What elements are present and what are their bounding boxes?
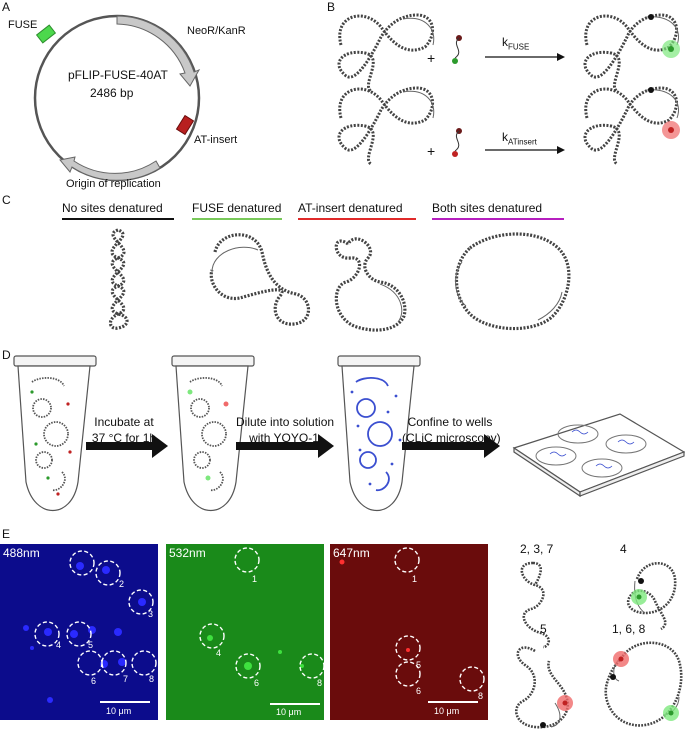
fuse-label: FUSE <box>8 19 38 31</box>
step3-label: Confine to wells(CLiC microscopy) <box>402 415 501 445</box>
plus-sign: + <box>427 50 435 66</box>
fuse-site-marker <box>35 24 57 44</box>
svg-text:6: 6 <box>416 686 421 696</box>
scale-488: 10 μm <box>106 706 132 716</box>
scale-532: 10 μm <box>276 707 302 717</box>
panel-label-b: B <box>327 0 336 14</box>
svg-text:3: 3 <box>148 609 153 619</box>
state-bar-both <box>432 218 564 220</box>
panel-label-c: C <box>2 193 11 207</box>
svg-text:6: 6 <box>254 678 259 688</box>
svg-text:8: 8 <box>478 691 483 701</box>
svg-text:2: 2 <box>119 579 124 589</box>
image-647nm: 647nm 1 5 6 8 10 μm <box>330 544 488 720</box>
workflow-diagram <box>13 355 685 511</box>
svg-text:5: 5 <box>88 640 93 650</box>
reaction-at: + <box>337 86 680 166</box>
plasmid-name: pFLIP-FUSE-40AT <box>68 68 168 82</box>
state-bar-fuse <box>192 218 282 220</box>
reaction-fuse: + <box>337 13 680 93</box>
channel-label-532: 532nm <box>169 546 206 560</box>
svg-text:4: 4 <box>56 640 61 650</box>
svg-text:+: + <box>427 143 435 159</box>
at-label: AT-insert <box>194 134 238 146</box>
svg-text:6: 6 <box>91 676 96 686</box>
state-label-fuse: FUSE denatured <box>192 201 282 215</box>
channel-label-647: 647nm <box>333 546 370 560</box>
state-bar-none <box>62 218 174 220</box>
svg-text:1: 1 <box>252 574 257 584</box>
at-site-marker <box>175 114 195 136</box>
svg-text:4: 4 <box>216 648 221 658</box>
plasmid-size: 2486 bp <box>90 86 134 100</box>
class-label-5: 5 <box>540 622 547 636</box>
panel-label-d: D <box>2 348 11 362</box>
svg-text:1: 1 <box>412 574 417 584</box>
svg-text:8: 8 <box>317 678 322 688</box>
state-shapes <box>108 228 571 332</box>
image-488nm: 488nm 2 3 4 5 6 7 8 10 μm <box>0 544 158 720</box>
k-fuse-label: kFUSE <box>502 35 530 52</box>
state-label-none: No sites denatured <box>62 201 163 215</box>
ori-label: Origin of replication <box>66 178 161 190</box>
class-schematics <box>514 561 683 729</box>
panel-label-a: A <box>2 0 11 14</box>
svg-text:7: 7 <box>123 674 128 684</box>
state-bar-at <box>298 218 416 220</box>
class-label-237: 2, 3, 7 <box>520 542 554 556</box>
state-label-both: Both sites denatured <box>432 201 543 215</box>
class-label-168: 1, 6, 8 <box>612 622 646 636</box>
class-label-4: 4 <box>620 542 627 556</box>
neo-label: NeoR/KanR <box>187 25 246 37</box>
panel-label-e: E <box>2 527 11 541</box>
state-label-at: AT-insert denatured <box>298 201 403 215</box>
scale-647: 10 μm <box>434 706 460 716</box>
image-532nm: 532nm 1 4 6 8 10 μm <box>166 544 324 720</box>
k-at-label: kATinsert <box>502 130 537 147</box>
svg-text:8: 8 <box>149 674 154 684</box>
plasmid-map <box>33 14 201 182</box>
svg-text:5: 5 <box>416 660 421 670</box>
channel-label-488: 488nm <box>3 546 40 560</box>
